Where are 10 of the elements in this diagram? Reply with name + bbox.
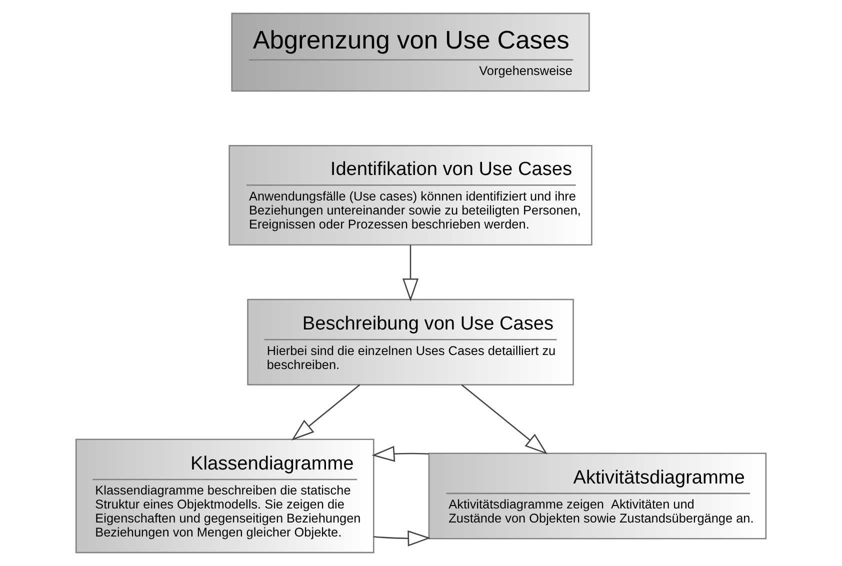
arrow [291,384,360,440]
arrow [374,530,431,546]
node-box: Beschreibung von Use Cases Hierbei sind die einzelnen Uses Cases detailliert zu beschreiben. [247,298,574,386]
node-box: Aktivitätsdiagramme Aktivitätsdiagramme zeigen Aktivitäten und Zustände von Objekten sowie Zustandsübergänge an. [428,452,767,540]
arrow [461,384,548,454]
node-box: Identifikation von Use Cases Anwendungsfälle (Use cases) können identifiziert und ihre Beziehungen untereinander sowie zu beteiligten Personen, Ereignissen oder Prozessen beschrieben werden. [228,145,592,246]
arrow [372,446,429,462]
node-box: Abgrenzung von Use Cases Vorgehensweise [231,12,590,92]
arrow [402,245,419,302]
node-box: Klassendiagramme Klassendiagramme beschreiben die statische Struktur eines Objektmodells. Sie zeigen die Eigenschaften und gegenseitigen Beziehungen Beziehungen von Mengen gleicher Objekte. [75,438,374,554]
